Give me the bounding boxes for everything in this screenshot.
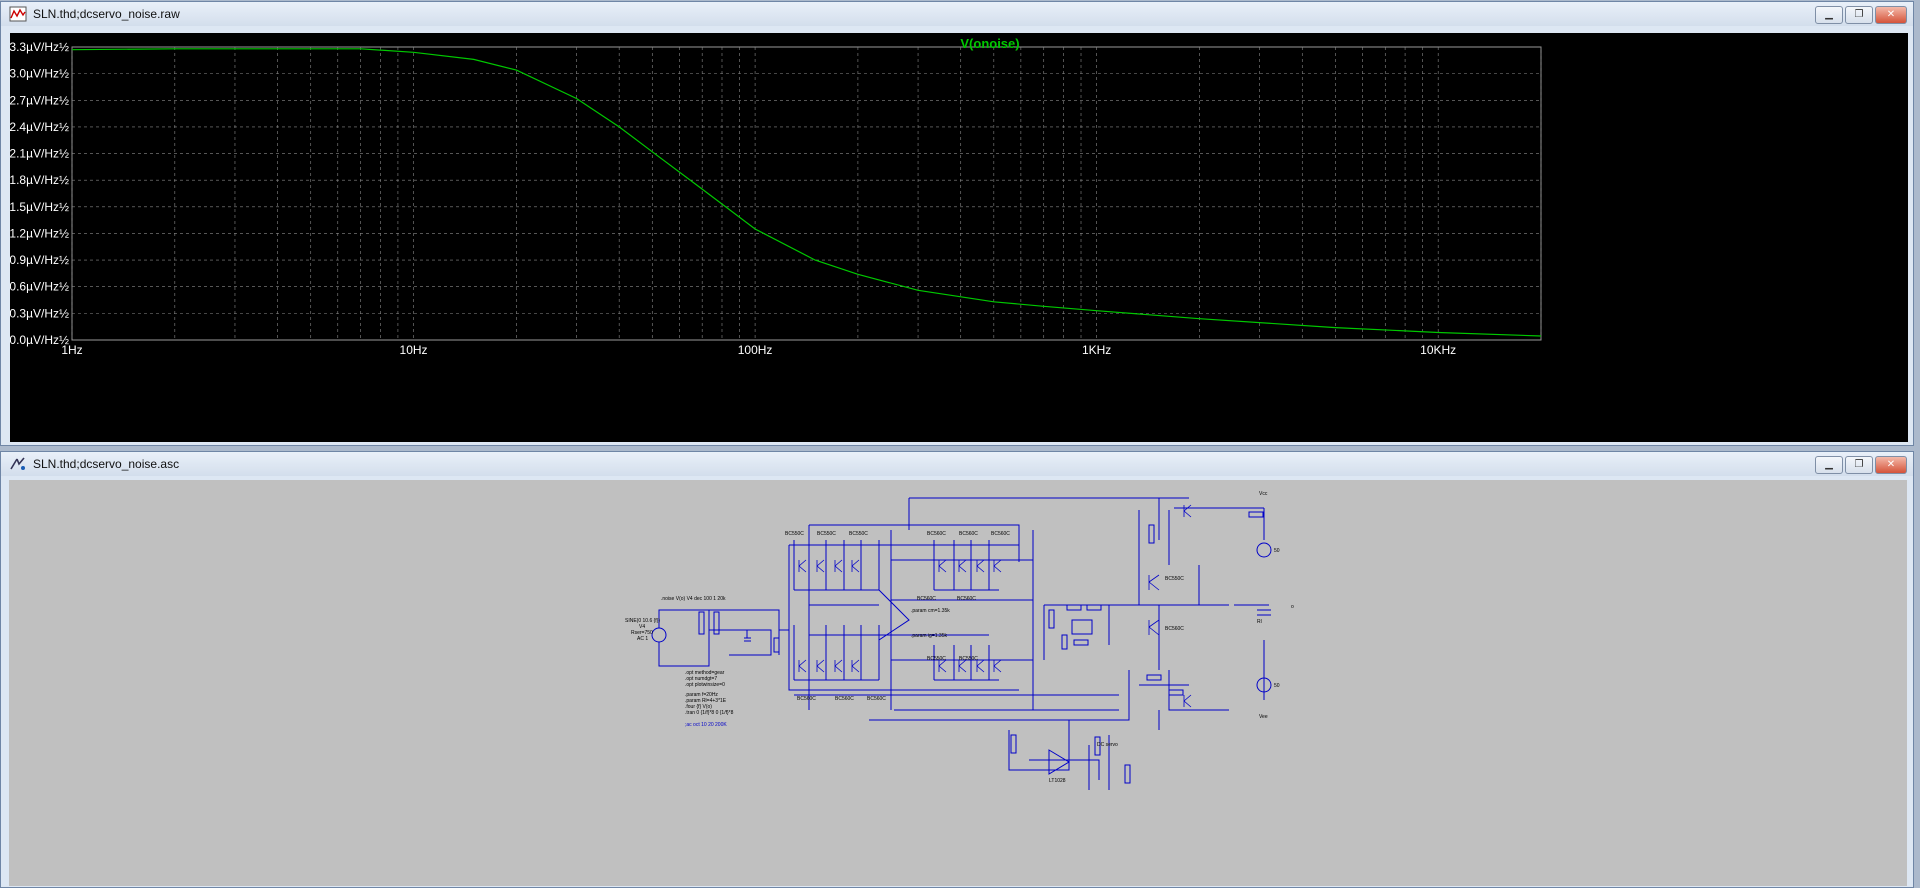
transistor-model-label[interactable]: BC560C <box>957 596 976 602</box>
transistor-model-label[interactable]: BC560C <box>927 531 946 537</box>
y-tick-label: 0.0µV/Hz½ <box>10 333 69 347</box>
y-tick-label: 2.1µV/Hz½ <box>10 147 69 161</box>
transistor-model-label[interactable]: BC550C <box>817 531 836 537</box>
transistor-model-label[interactable]: BC560C <box>991 531 1010 537</box>
plot-window: SLN.thd;dcservo_noise.raw ▁ ❐ ✕ 3.3µV/Hz… <box>0 1 1914 446</box>
x-tick-label: 1KHz <box>1082 343 1111 357</box>
trace-name-label[interactable]: V(onoise) <box>960 36 1019 51</box>
option-numdgt[interactable]: .opt numdgt=7 <box>685 676 717 682</box>
restore-icon: ❐ <box>1854 9 1864 20</box>
param-freq[interactable]: .param f=20Hz <box>685 692 718 698</box>
transistor-model-label[interactable]: BC560C <box>959 531 978 537</box>
plot-window-title: SLN.thd;dcservo_noise.raw <box>33 7 180 21</box>
param-load[interactable]: .param Rl=4+3*1E <box>685 698 727 704</box>
param-ig[interactable]: .param ig=1.35k <box>911 633 947 639</box>
ac-directive-comment[interactable]: ;ac oct 10 20 200K <box>685 722 727 728</box>
y-tick-label: 3.0µV/Hz½ <box>10 67 69 81</box>
noise-plot[interactable]: 3.3µV/Hz½ 3.0µV/Hz½ 2.7µV/Hz½ 2.4µV/Hz½ 2.1µ… <box>9 33 1908 442</box>
source-name-label[interactable]: V4 <box>639 624 645 630</box>
transistor-model-label[interactable]: BC550C <box>785 531 804 537</box>
plot-frame <box>71 46 1542 341</box>
option-method[interactable]: .opt method=gear <box>685 670 725 676</box>
close-button[interactable]: ✕ <box>1875 6 1907 24</box>
vee-net-label[interactable]: Vee <box>1259 714 1268 720</box>
close-icon: ✕ <box>1886 459 1896 470</box>
tran-directive[interactable]: .tran 0 {1/f}*8 0 {1/f}*8 <box>685 710 734 716</box>
transistor-model-label[interactable]: BC550C <box>849 531 868 537</box>
x-tick-label: 1Hz <box>61 343 82 357</box>
source-rser-label[interactable]: Rser=750 <box>631 630 653 636</box>
transistor-model-label[interactable]: BC560C <box>797 696 816 702</box>
load-resistor-label[interactable]: Rl <box>1257 619 1262 625</box>
transistor-model-label[interactable]: BC560C <box>1165 626 1184 632</box>
close-icon: ✕ <box>1886 9 1896 20</box>
transistor-model-label[interactable]: BC560C <box>835 696 854 702</box>
vcc-net-label[interactable]: Vcc <box>1259 491 1268 497</box>
x-tick-label: 10Hz <box>400 343 428 357</box>
four-directive[interactable]: .four {f} V(o) <box>685 704 712 710</box>
transistor-model-label[interactable]: BC550C <box>1165 576 1184 582</box>
waveform-plot-pane[interactable]: 3.3µV/Hz½ 3.0µV/Hz½ 2.7µV/Hz½ 2.4µV/Hz½ 2.1µ… <box>9 33 1908 442</box>
x-tick-label: 10KHz <box>1420 343 1456 357</box>
y-tick-label: 1.2µV/Hz½ <box>10 226 69 240</box>
schematic-wires <box>651 497 1272 790</box>
transistor-model-label[interactable]: BC550C <box>959 656 978 662</box>
transistor-model-label[interactable]: BC560C <box>917 596 936 602</box>
series-line-onoise[interactable] <box>71 48 1542 337</box>
transistor-model-label[interactable]: BC560C <box>867 696 886 702</box>
source-ac-label[interactable]: AC 1 <box>637 636 648 642</box>
y-tick-label: 0.6µV/Hz½ <box>10 280 69 294</box>
plot-window-titlebar[interactable]: SLN.thd;dcservo_noise.raw ▁ ❐ ✕ <box>1 2 1913 26</box>
output-net-label[interactable]: o <box>1291 604 1294 610</box>
y-tick-label: 1.8µV/Hz½ <box>10 173 69 187</box>
source-label[interactable]: SINE(0 10.6 {f}) <box>625 618 660 624</box>
x-tick-label: 100Hz <box>738 343 773 357</box>
minimize-button-2[interactable]: ▁ <box>1815 456 1843 474</box>
supply-v1-label[interactable]: 50 <box>1274 548 1280 554</box>
amplifier-schematic[interactable]: SINE(0 10.6 {f}) V4 Rser=750 AC 1 .noise… <box>9 480 1907 886</box>
schematic-window-title: SLN.thd;dcservo_noise.asc <box>33 457 180 471</box>
minimize-icon: ▁ <box>1825 459 1833 470</box>
param-cm[interactable]: .param cm=1.35k <box>911 608 950 614</box>
y-tick-label: 0.3µV/Hz½ <box>10 306 69 320</box>
opamp-label[interactable]: LT1028 <box>1049 778 1066 784</box>
restore-icon: ❐ <box>1854 459 1864 470</box>
y-tick-label: 2.4µV/Hz½ <box>10 120 69 134</box>
schematic-canvas[interactable]: SINE(0 10.6 {f}) V4 Rser=750 AC 1 .noise… <box>9 480 1907 886</box>
y-tick-label: 2.7µV/Hz½ <box>10 93 69 107</box>
supply-v2-label[interactable]: 50 <box>1274 683 1280 689</box>
schematic-window-titlebar[interactable]: SLN.thd;dcservo_noise.asc ▁ ❐ ✕ <box>1 452 1913 476</box>
y-tick-label: 3.3µV/Hz½ <box>10 40 69 54</box>
schematic-icon <box>10 457 25 470</box>
transistor-model-label[interactable]: BC550C <box>927 656 946 662</box>
restore-button-2[interactable]: ❐ <box>1845 456 1873 474</box>
option-plotwinsize[interactable]: .opt plotwinsize=0 <box>685 682 725 688</box>
minimize-button[interactable]: ▁ <box>1815 6 1843 24</box>
y-tick-label: 1.5µV/Hz½ <box>10 200 69 214</box>
restore-button[interactable]: ❐ <box>1845 6 1873 24</box>
waveform-icon <box>9 6 27 22</box>
minimize-icon: ▁ <box>1825 9 1833 20</box>
close-button-2[interactable]: ✕ <box>1875 456 1907 474</box>
y-tick-label: 0.9µV/Hz½ <box>10 253 69 267</box>
dc-servo-label[interactable]: DC servo <box>1097 742 1118 748</box>
transistor-symbols <box>798 504 1192 708</box>
noise-directive[interactable]: .noise V(o) V4 dec 100 1 20k <box>661 596 726 602</box>
